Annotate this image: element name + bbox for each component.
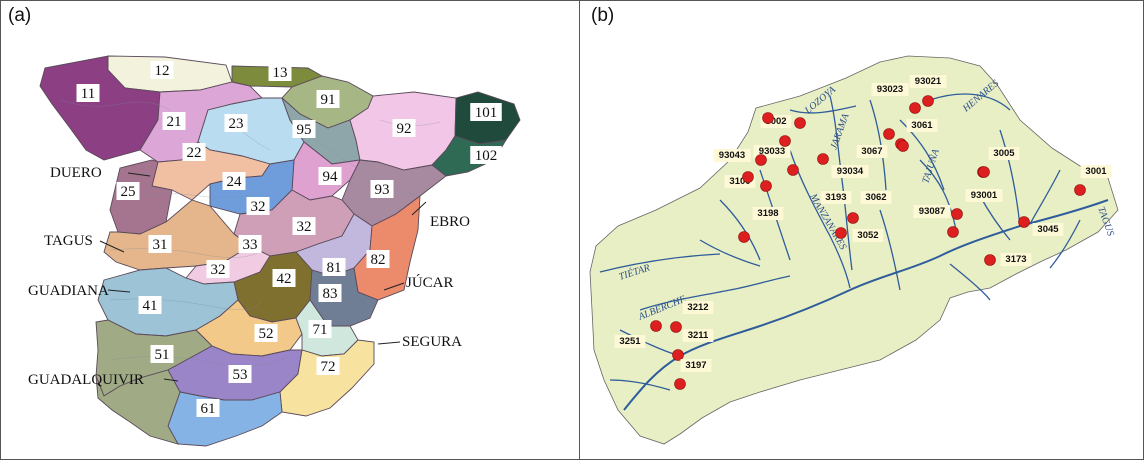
region-label-94: 94	[318, 167, 342, 185]
region-label-31: 31	[148, 235, 172, 253]
svg-text:11: 11	[81, 86, 95, 102]
svg-text:31: 31	[153, 237, 168, 253]
region-label-22: 22	[182, 143, 206, 161]
svg-text:51: 51	[155, 347, 170, 363]
region-label-42: 42	[272, 269, 296, 287]
drainage-texture	[59, 99, 441, 367]
region-label-32-2: 32	[206, 260, 230, 278]
region-labels: 11 12 13 91 21 23 95 92 101 102 22 24 94 93 25 31 33 81 82…	[76, 61, 502, 417]
region-label-51: 51	[150, 345, 174, 363]
svg-text:21: 21	[167, 114, 182, 130]
region-label-72: 72	[316, 357, 340, 375]
svg-text:24: 24	[227, 174, 243, 190]
iberia-basin-map: 11 12 13 91 21 23 95 92 101 102 22 24 94 93 25 31 33 81 82…	[28, 55, 521, 447]
region-24	[209, 159, 295, 215]
river-label-guadalquivir: GUADALQUIVIR	[28, 372, 144, 388]
region-label-12: 12	[150, 61, 174, 79]
region-label-83: 83	[318, 284, 342, 302]
region-label-32-1: 32	[292, 217, 316, 235]
panel-b-label: (b)	[591, 5, 615, 26]
river-label-guadiana: GUADIANA	[28, 283, 109, 299]
svg-text:42: 42	[277, 271, 292, 287]
svg-text:72: 72	[321, 359, 336, 375]
svg-text:41: 41	[143, 298, 158, 314]
svg-text:95: 95	[297, 122, 312, 138]
svg-text:71: 71	[313, 322, 328, 338]
region-label-71: 71	[308, 320, 332, 338]
region-label-102: 102	[470, 146, 502, 164]
region-label-61: 61	[196, 399, 220, 417]
svg-text:23: 23	[229, 116, 244, 132]
svg-text:91: 91	[321, 92, 336, 108]
river-labels: DUERO TAGUS GUADIANA GUADALQUIVIR EBRO J…	[28, 165, 470, 388]
region-label-91: 91	[316, 90, 340, 108]
region-label-11: 11	[76, 84, 100, 102]
svg-text:32: 32	[251, 199, 266, 215]
region-61	[167, 391, 283, 447]
svg-text:83: 83	[323, 286, 338, 302]
svg-text:22: 22	[187, 145, 202, 161]
region-label-33: 33	[238, 235, 262, 253]
svg-text:33: 33	[243, 237, 258, 253]
region-label-92: 92	[392, 119, 416, 137]
region-label-24: 24	[222, 172, 246, 190]
region-51b	[95, 369, 181, 445]
region-label-13: 13	[268, 63, 292, 81]
region-label-52: 52	[254, 324, 278, 342]
region-label-95: 95	[292, 120, 316, 138]
region-label-53: 53	[228, 365, 252, 383]
region-label-93: 93	[370, 180, 394, 198]
svg-text:102: 102	[475, 148, 498, 164]
region-25	[109, 159, 173, 235]
region-label-25: 25	[116, 182, 140, 200]
svg-text:52: 52	[259, 326, 274, 342]
region-label-21: 21	[162, 112, 186, 130]
svg-text:53: 53	[233, 367, 248, 383]
river-label-duero: DUERO	[50, 165, 102, 181]
region-label-82: 82	[366, 250, 390, 268]
svg-text:81: 81	[327, 260, 342, 276]
region-label-32-0: 32	[246, 197, 270, 215]
river-pointer-lines	[99, 172, 427, 382]
panel-a-label: (a)	[8, 5, 32, 26]
region-82	[353, 195, 421, 301]
region-label-23: 23	[224, 114, 248, 132]
region-label-81: 81	[322, 258, 346, 276]
svg-text:101: 101	[475, 105, 498, 121]
river-label-segura: SEGURA	[402, 334, 462, 350]
river-label-jucar: JÚCAR	[406, 274, 454, 291]
river-label-ebro: EBRO	[430, 214, 470, 230]
svg-text:13: 13	[273, 65, 288, 81]
svg-text:32: 32	[297, 219, 312, 235]
svg-text:93: 93	[375, 182, 390, 198]
svg-text:92: 92	[397, 121, 412, 137]
svg-text:61: 61	[201, 401, 216, 417]
river-label-tagus: TAGUS	[44, 233, 93, 249]
svg-text:94: 94	[323, 169, 339, 185]
svg-text:12: 12	[155, 63, 170, 79]
region-label-101: 101	[470, 103, 502, 121]
region-label-41: 41	[138, 296, 162, 314]
panel-divider	[579, 0, 580, 460]
svg-text:82: 82	[371, 252, 386, 268]
svg-text:25: 25	[121, 184, 136, 200]
svg-text:32: 32	[211, 262, 226, 278]
